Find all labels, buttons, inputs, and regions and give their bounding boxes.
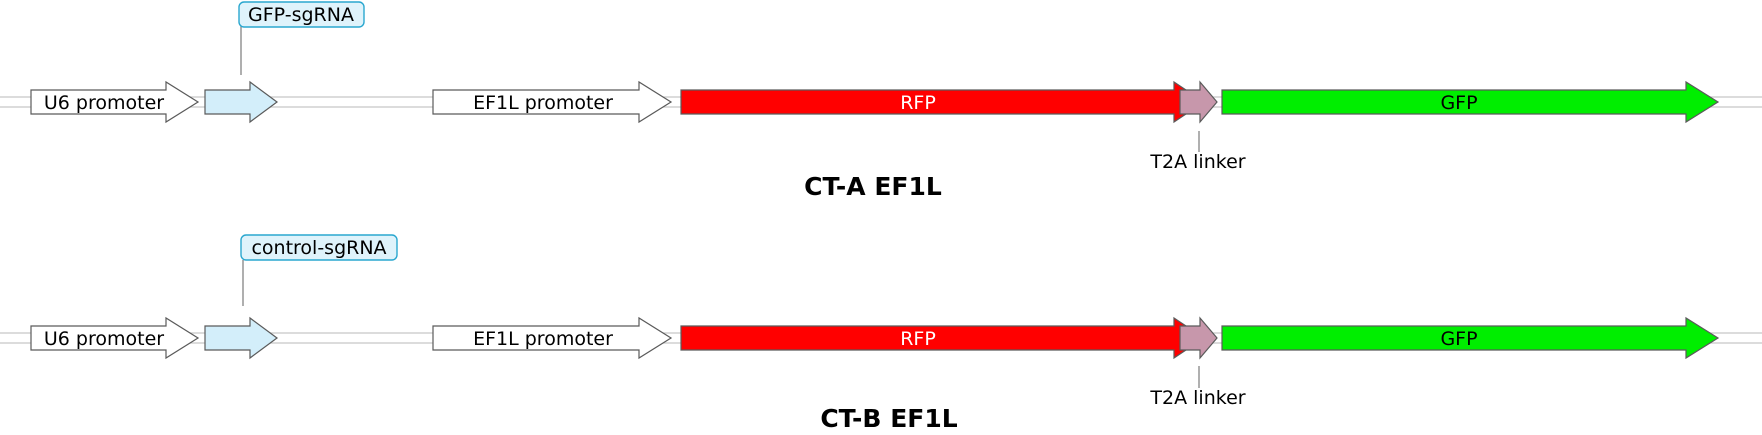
t2a-callout: T2A linker (1149, 366, 1246, 409)
sgrna-callout-box (240, 234, 398, 261)
sgrna-callout-label: GFP-sgRNA (248, 4, 354, 26)
sgrna-feature[interactable] (204, 80, 279, 124)
gfp-label: GFP (1440, 92, 1477, 114)
u6-promoter-feature[interactable]: U6 promoter (30, 80, 200, 124)
rfp-label: RFP (900, 92, 936, 114)
sgrna-callout-label: control-sgRNA (251, 237, 386, 259)
ef1l-promoter-feature[interactable]: EF1L promoter (432, 316, 673, 360)
sgrna-callout-box (238, 1, 365, 28)
ef1l-promoter-label: EF1L promoter (473, 328, 613, 350)
t2a-callout: T2A linker (1149, 131, 1246, 173)
sgrna-callout: control-sgRNA (240, 234, 398, 306)
construct-a: U6 promoter GFP-sgRNA EF1L promoter RFP … (0, 1, 1762, 201)
u6-promoter-arrow (30, 80, 200, 124)
ef1l-promoter-feature[interactable]: EF1L promoter (432, 80, 673, 124)
ef1l-promoter-arrow (432, 80, 673, 124)
ef1l-promoter-arrow (432, 316, 673, 360)
t2a-arrow (1179, 80, 1218, 124)
rfp-arrow (680, 316, 1206, 360)
gfp-arrow (1221, 316, 1720, 360)
t2a-arrow (1179, 316, 1218, 360)
ef1l-promoter-label: EF1L promoter (473, 92, 613, 114)
construct-title: CT-B EF1L (820, 404, 957, 433)
rfp-feature[interactable]: RFP (680, 316, 1206, 360)
t2a-linker-label: T2A linker (1149, 151, 1245, 173)
u6-promoter-arrow (30, 316, 200, 360)
u6-promoter-feature[interactable]: U6 promoter (30, 316, 200, 360)
t2a-linker-label: T2A linker (1149, 387, 1245, 409)
t2a-feature[interactable] (1179, 80, 1218, 124)
sgrna-callout: GFP-sgRNA (238, 1, 365, 75)
u6-promoter-label: U6 promoter (44, 328, 164, 350)
t2a-feature[interactable] (1179, 316, 1218, 360)
rfp-arrow (680, 80, 1206, 124)
construct-title: CT-A EF1L (804, 172, 942, 201)
gfp-feature[interactable]: GFP (1221, 80, 1720, 124)
sgrna-arrow (204, 316, 279, 360)
u6-promoter-label: U6 promoter (44, 92, 164, 114)
construct-b: U6 promoter control-sgRNA EF1L promoter … (0, 234, 1762, 433)
gfp-feature[interactable]: GFP (1221, 316, 1720, 360)
sgrna-arrow (204, 80, 279, 124)
rfp-feature[interactable]: RFP (680, 80, 1206, 124)
rfp-label: RFP (900, 328, 936, 350)
sgrna-feature[interactable] (204, 316, 279, 360)
gfp-label: GFP (1440, 328, 1477, 350)
gfp-arrow (1221, 80, 1720, 124)
